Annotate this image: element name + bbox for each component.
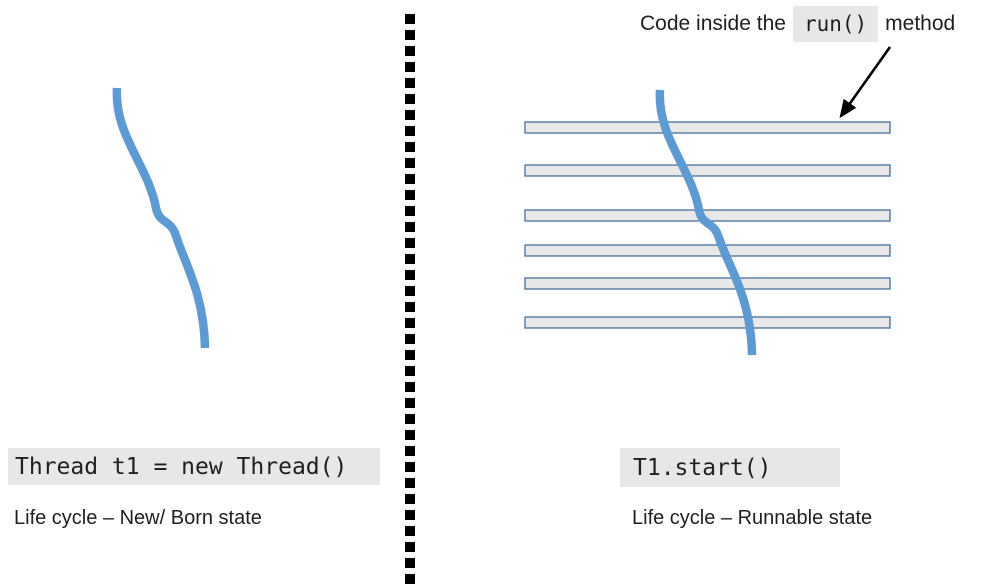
code-line-bar: [524, 121, 891, 134]
run-method-annotation: Code inside the run() method: [640, 6, 955, 42]
thread-curve-runnable-state: [655, 89, 757, 356]
code-line-bar: [524, 316, 891, 329]
code-line-bar: [524, 277, 891, 290]
code-line-bar: [524, 164, 891, 177]
run-method-code-chip: run(): [792, 6, 879, 42]
annotation-suffix-text: method: [885, 12, 956, 35]
thread-curve-new-state: [112, 87, 210, 349]
annotation-prefix-text: Code inside the: [640, 12, 786, 35]
start-code-box: T1.start(): [620, 448, 840, 487]
annotation-arrow: [839, 46, 892, 119]
code-line-bar: [524, 244, 891, 257]
run-method-code-lines: [524, 121, 891, 329]
panel-divider: [405, 14, 415, 588]
new-thread-code-box: Thread t1 = new Thread(): [8, 448, 380, 485]
new-born-state-caption: Life cycle – New/ Born state: [14, 507, 262, 529]
runnable-state-caption: Life cycle – Runnable state: [632, 507, 873, 529]
